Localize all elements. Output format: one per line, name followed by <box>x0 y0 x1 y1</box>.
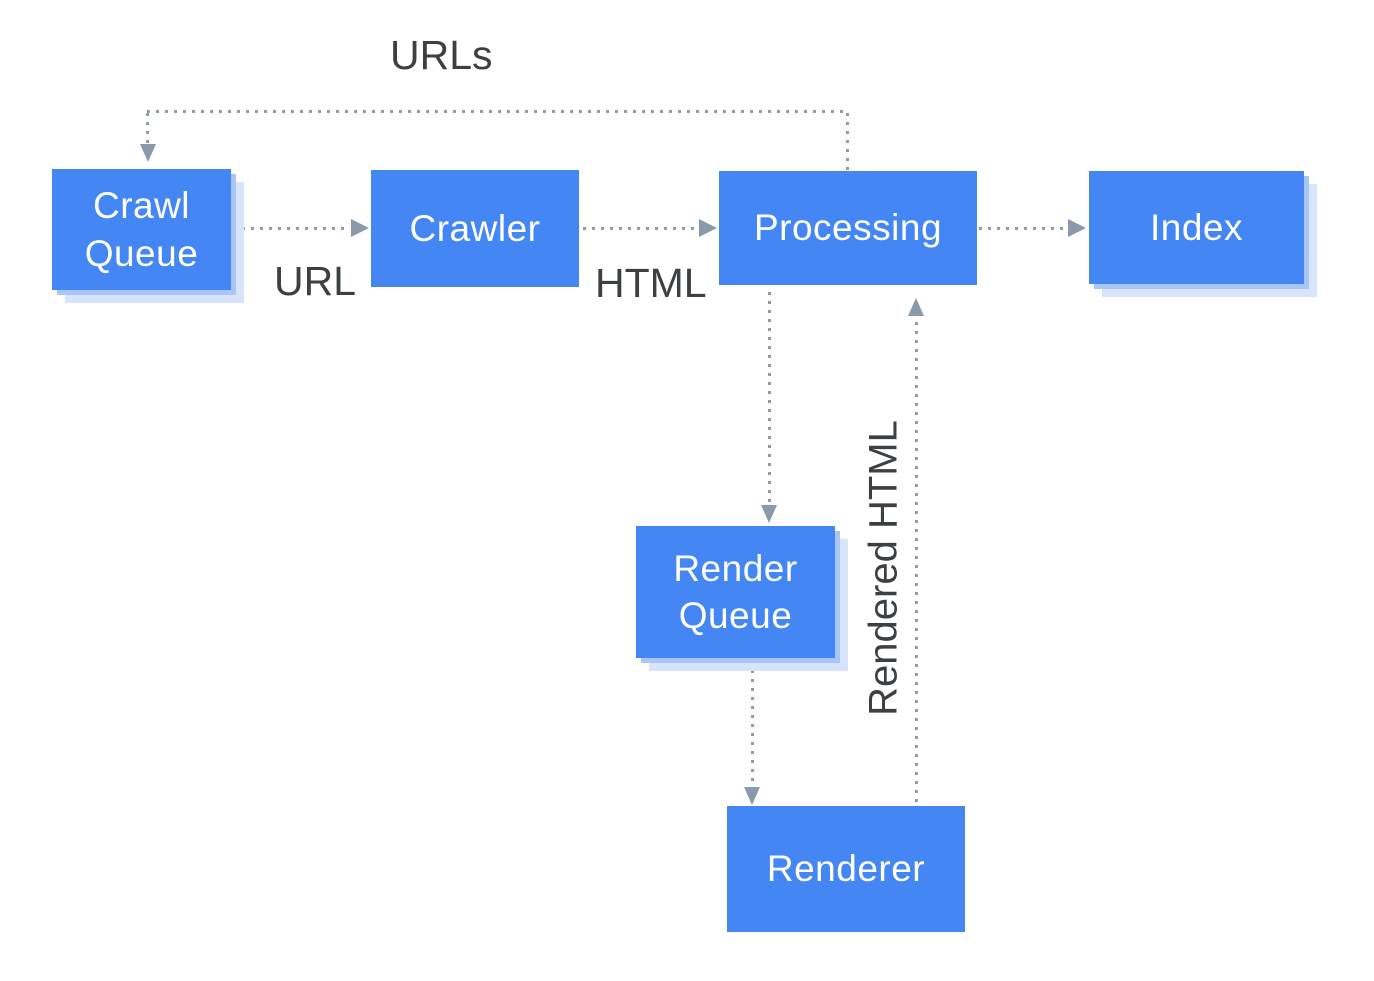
edge-renderer-to-processing <box>915 322 918 806</box>
node-crawl-queue: Crawl Queue <box>52 169 231 290</box>
arrowhead-into-processing-bottom-icon <box>908 298 924 316</box>
node-processing: Processing <box>719 171 977 285</box>
node-crawl-queue-label: Crawl Queue <box>84 185 199 274</box>
edge-processing-to-index <box>979 227 1065 230</box>
edge-crawler-to-processing <box>583 227 697 230</box>
arrowhead-into-processing-icon <box>699 219 717 237</box>
edge-label-rendered-html: Rendered HTML <box>861 420 906 716</box>
edge-processing-to-crawl-queue-horizontal <box>147 110 849 113</box>
edge-processing-to-crawl-queue-left-drop <box>146 113 149 143</box>
node-index-label: Index <box>1149 206 1243 248</box>
node-renderer-label: Renderer <box>766 848 926 890</box>
arrowhead-into-index-icon <box>1068 219 1086 237</box>
node-crawler: Crawler <box>371 170 579 287</box>
arrowhead-into-render-queue-icon <box>761 505 777 523</box>
node-render-queue: Render Queue <box>636 526 835 658</box>
edge-label-url: URL <box>274 258 357 304</box>
arrowhead-into-renderer-icon <box>744 787 760 805</box>
edge-render-queue-to-renderer <box>751 661 754 787</box>
node-crawler-label: Crawler <box>409 207 541 249</box>
node-render-queue-label: Render Queue <box>673 547 798 636</box>
node-index: Index <box>1089 171 1304 284</box>
node-processing-label: Processing <box>753 207 943 249</box>
arrowhead-into-crawler-icon <box>351 219 369 237</box>
node-renderer: Renderer <box>727 806 965 932</box>
edge-label-html: HTML <box>595 260 707 306</box>
edge-processing-to-render-queue <box>768 292 771 503</box>
edge-crawl-queue-to-crawler <box>242 227 350 230</box>
edge-processing-to-crawl-queue-right-rise <box>846 113 849 171</box>
edge-label-urls: URLs <box>390 32 493 78</box>
arrowhead-into-crawl-queue-icon <box>140 144 156 162</box>
